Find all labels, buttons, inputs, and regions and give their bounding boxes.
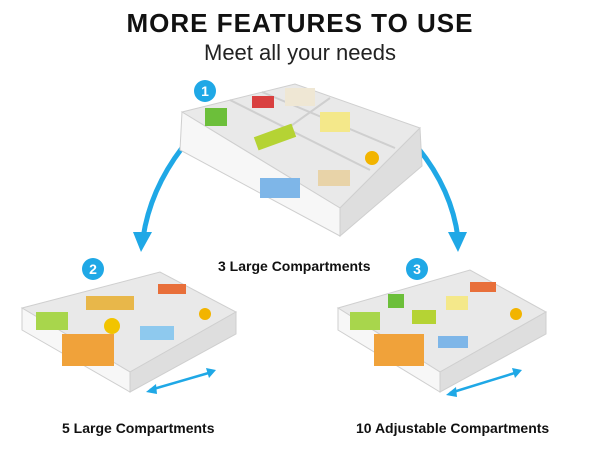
plant-item — [205, 108, 227, 126]
markers-item — [470, 282, 496, 292]
curved-arrow-right-icon — [415, 145, 461, 241]
notepad-item — [374, 334, 424, 366]
arrowhead-right-icon — [448, 232, 467, 252]
option-1-badge: 1 — [194, 80, 216, 102]
sticky-notes-item — [320, 112, 350, 132]
tape-item — [365, 151, 379, 165]
page-title: MORE FEATURES TO USE — [126, 8, 474, 38]
arrowhead-left-icon — [133, 232, 152, 252]
notepad-item — [62, 334, 114, 366]
clips-item — [438, 336, 468, 348]
option-1-caption: 3 Large Compartments — [218, 258, 371, 274]
pencils-item — [86, 296, 134, 310]
option-3-badge: 3 — [406, 258, 428, 280]
markers-item — [158, 284, 186, 294]
plant-item — [388, 294, 404, 308]
tape-measure-item — [104, 318, 120, 334]
tape-roll-item — [199, 308, 211, 320]
notes-item — [285, 88, 315, 106]
expand-arrow-left-icon — [146, 368, 216, 394]
calculator-item — [36, 312, 68, 330]
option-2-badge: 2 — [82, 258, 104, 280]
sticky-notes-item — [446, 296, 468, 310]
option-2-caption: 5 Large Compartments — [62, 420, 215, 436]
pins-item — [318, 170, 350, 186]
expand-arrow-right-icon — [446, 368, 522, 397]
clips-item — [260, 178, 300, 198]
calculator-item — [350, 312, 380, 330]
stapler-item — [253, 123, 297, 151]
option-3-caption: 10 Adjustable Compartments — [356, 420, 550, 436]
eraser-item — [140, 326, 174, 340]
box-item — [252, 96, 274, 108]
curved-arrow-left-icon — [140, 145, 185, 241]
page-subtitle: Meet all your needs — [204, 40, 396, 65]
tape-roll-item — [510, 308, 522, 320]
stapler-item — [412, 310, 436, 324]
